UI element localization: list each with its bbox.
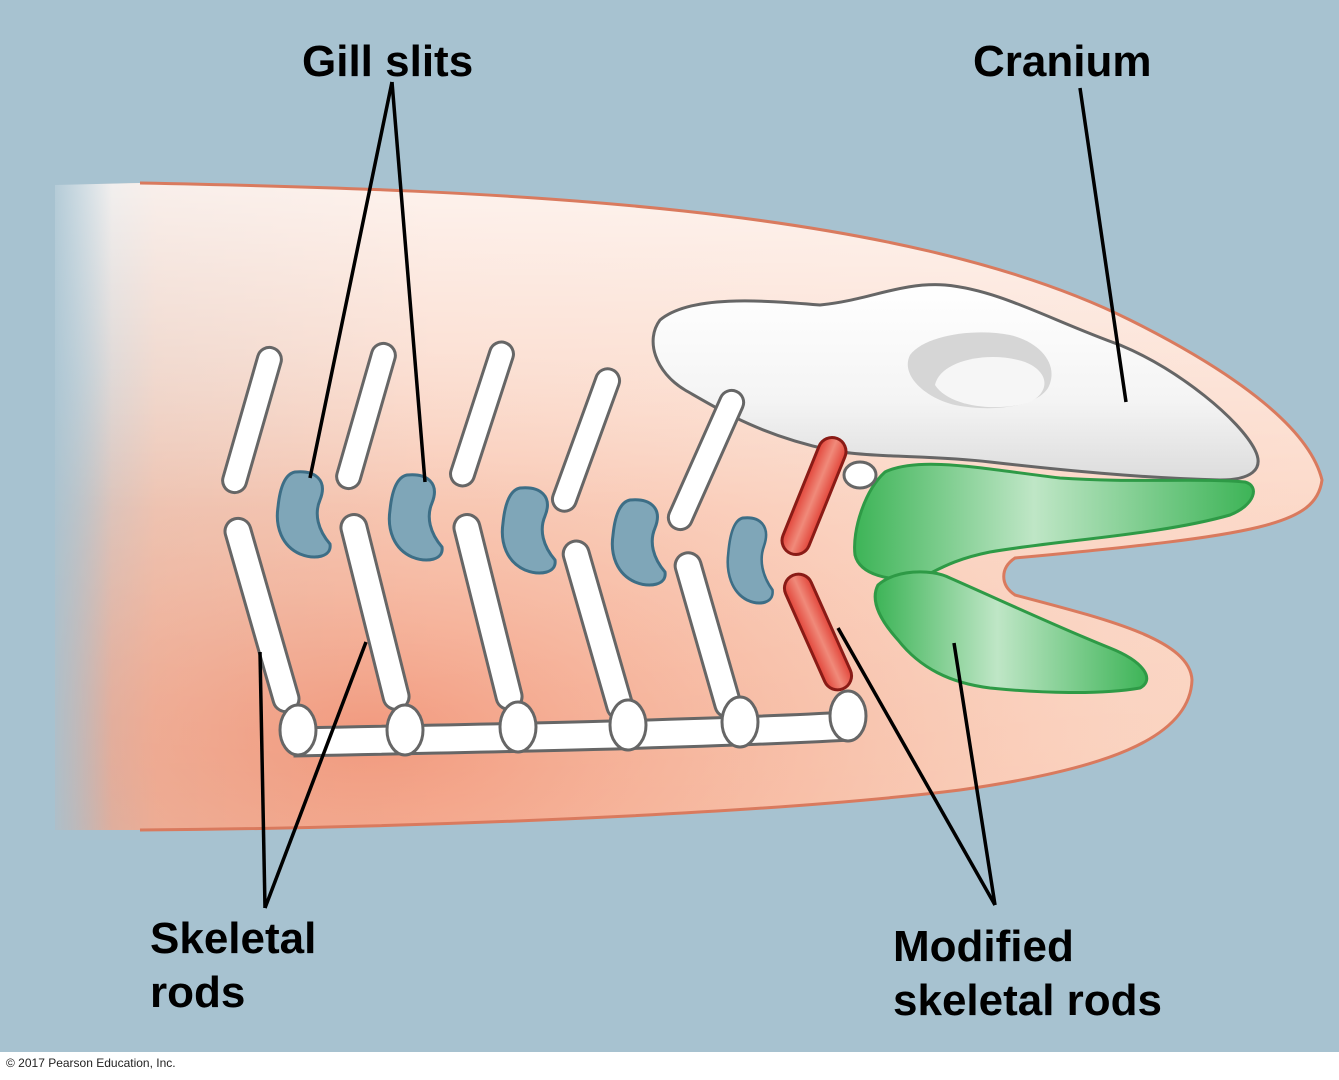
label-modified-line1: Modified	[893, 922, 1074, 971]
joint	[278, 703, 318, 757]
gill-slits	[275, 470, 774, 605]
leader-lines	[258, 81, 1128, 909]
upper-skeletal-rods	[221, 340, 746, 532]
gill-slit	[500, 486, 557, 575]
upper-rod	[335, 341, 397, 491]
joint	[608, 698, 648, 752]
label-skeletal-rods-line1: Skeletal	[150, 914, 317, 963]
modified-rods-leader	[952, 642, 997, 906]
gill-slits-leader	[390, 81, 427, 483]
cranium	[651, 283, 1260, 482]
label-modified-line2: skeletal rods	[893, 976, 1163, 1025]
skeletal-rods-leader	[258, 651, 267, 909]
diagram-svg	[40, 81, 1324, 909]
skeletal-knob	[842, 460, 878, 490]
modified-skeletal-rods	[780, 435, 854, 692]
gill-slit	[610, 498, 667, 587]
joint	[828, 689, 868, 743]
modified-rods-leader	[836, 627, 997, 906]
gill-slit	[275, 470, 332, 559]
upper-jaw	[853, 462, 1255, 581]
upper-rod	[221, 345, 283, 495]
gill-slit	[387, 473, 444, 562]
joint	[720, 695, 760, 749]
gill-slits-leader	[308, 81, 394, 479]
upper-rod	[550, 367, 622, 513]
lower-jaw	[873, 570, 1149, 695]
rod-joints	[278, 689, 868, 757]
modified-rod	[782, 572, 854, 692]
gill-slit	[726, 516, 774, 605]
joint	[385, 703, 425, 757]
copyright-notice: © 2017 Pearson Education, Inc.	[6, 1056, 176, 1070]
cranium-leader	[1078, 87, 1128, 403]
upper-rod	[666, 388, 746, 532]
figure: Gill slits Cranium Skeletal rods Modifie…	[0, 0, 1339, 1052]
modified-rod	[780, 435, 848, 557]
skeletal-rods-leader	[263, 641, 368, 909]
label-cranium: Cranium	[973, 37, 1152, 86]
joint	[498, 700, 538, 754]
label-skeletal-rods-line2: rods	[150, 968, 246, 1017]
label-gill-slits: Gill slits	[302, 37, 474, 86]
upper-rod	[449, 340, 515, 488]
